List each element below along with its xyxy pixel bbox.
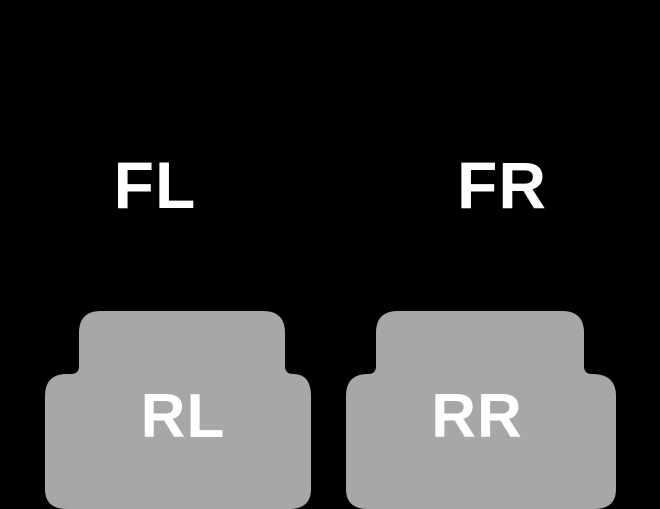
rear-right-label: RR [431,382,523,451]
rear-left-label: RL [140,382,226,451]
front-right-label: FR [457,148,547,222]
front-left-label: FL [113,148,197,222]
rear-left-mat-shape [45,311,311,509]
rear-right-mat-shape [346,311,616,509]
